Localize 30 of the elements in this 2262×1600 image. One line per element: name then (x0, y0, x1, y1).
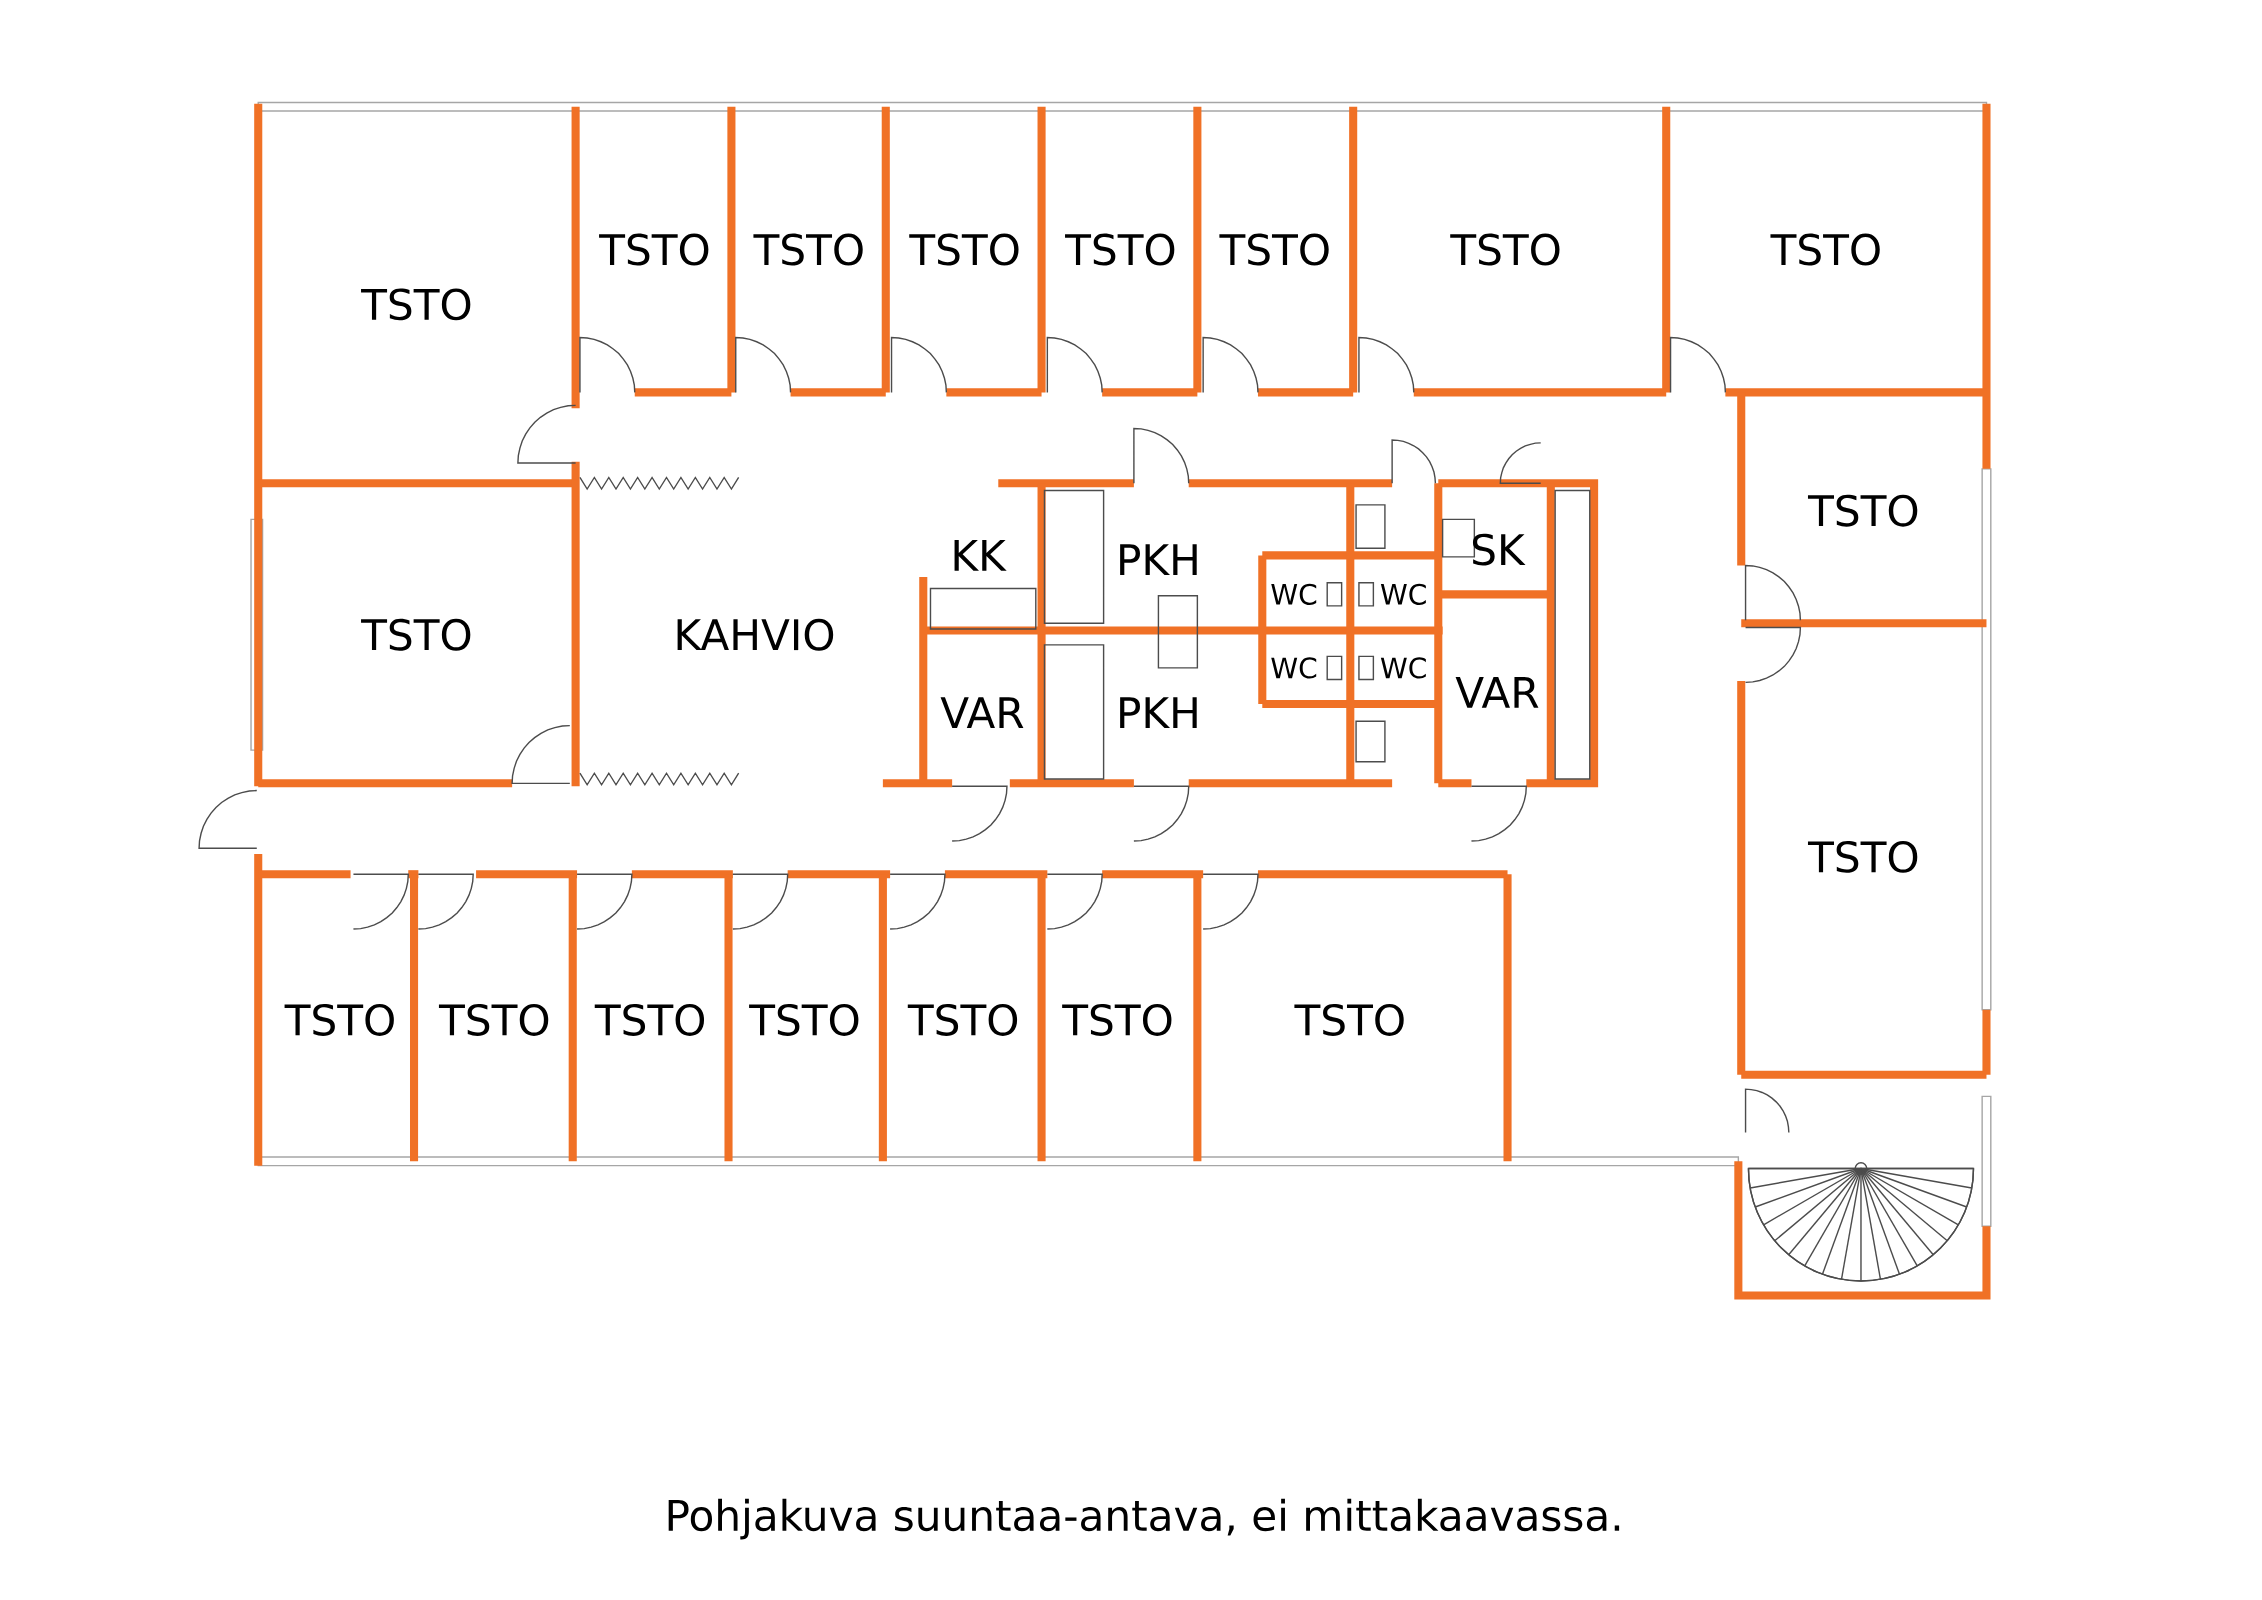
room-label: TSTO (594, 1004, 705, 1036)
room-label: TSTO (1062, 1004, 1172, 1036)
room-label: TSTO (599, 233, 709, 266)
room-label: TSTO (1219, 233, 1329, 266)
room-label: TSTO (284, 1004, 394, 1036)
room-label: TSTO (749, 1004, 859, 1036)
room-label: SK (1472, 533, 1526, 566)
room-label: TSTO (1808, 841, 1918, 873)
room-label: KK (954, 540, 1007, 571)
room-label: WC (1271, 657, 1317, 679)
room-label: WC (1271, 583, 1317, 606)
room-label: PKH (1120, 544, 1197, 576)
room-label: TSTO (907, 1004, 1018, 1036)
room-label: PKH (1120, 697, 1197, 729)
room-label: TSTO (1770, 233, 1880, 266)
room-label: TSTO (909, 233, 1019, 266)
room-label: TSTO (361, 288, 471, 321)
room-label: TSTO (1294, 1004, 1404, 1036)
room-label: TSTO (1808, 494, 1918, 527)
room-label: WC (1380, 583, 1426, 606)
room-label: TSTO (1450, 233, 1560, 266)
room-label: TSTO (1065, 233, 1175, 266)
caption: Pohjakuva suuntaa-antava, ei mittakaavassa. (668, 1498, 1620, 1540)
room-label: VAR (940, 697, 1024, 729)
room-label: TSTO (361, 618, 471, 651)
room-label: TSTO (753, 233, 863, 266)
room-label: TSTO (438, 1004, 549, 1036)
room-label: KAHVIO (677, 618, 834, 651)
room-label: VAR (1455, 677, 1539, 708)
room-label: WC (1380, 657, 1426, 679)
